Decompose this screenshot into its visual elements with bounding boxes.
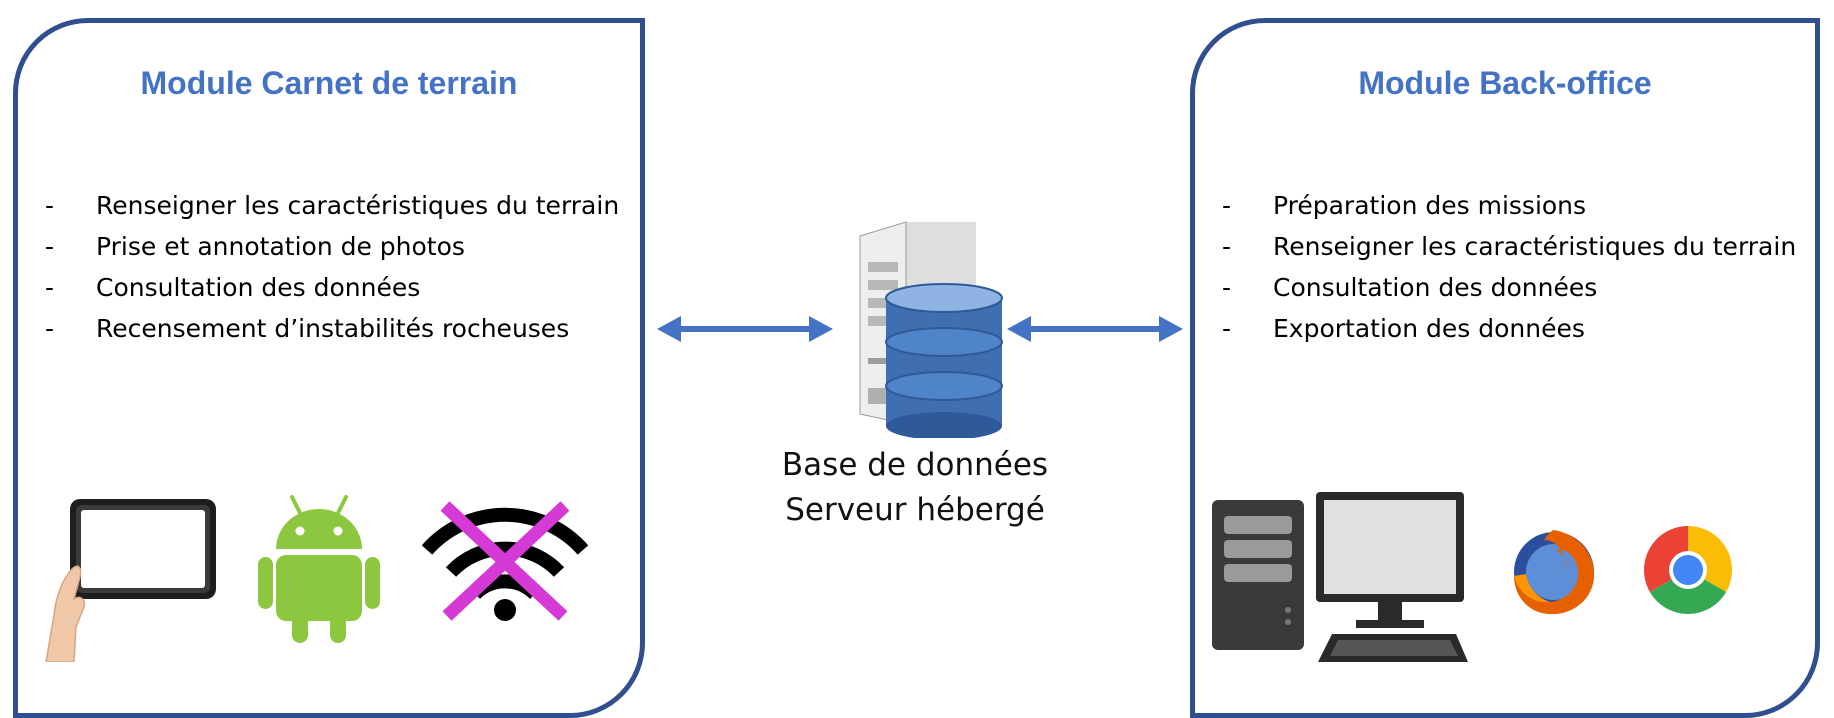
chrome-browser-icon xyxy=(1644,526,1732,614)
database-caption-line2: Serveur hébergé xyxy=(785,492,1045,528)
field-notebook-module: Module Carnet de terrain -Renseigner les… xyxy=(13,18,645,718)
field-notebook-module-title: Module Carnet de terrain xyxy=(140,65,518,101)
database-caption-line1: Base de données xyxy=(781,447,1049,483)
firefox-browser-icon xyxy=(1514,530,1595,615)
list-item: -Prise et annotation de photos xyxy=(45,232,465,261)
desktop-computer-icon xyxy=(1212,492,1468,662)
left-double-arrow xyxy=(657,316,833,342)
right-double-arrow xyxy=(1007,316,1183,342)
list-item: -Exportation des données xyxy=(1222,314,1585,343)
list-item: -Renseigner les caractéristiques du terr… xyxy=(45,191,620,220)
list-item: -Renseigner les caractéristiques du terr… xyxy=(1222,232,1797,261)
list-item: -Consultation des données xyxy=(1222,273,1598,302)
no-wifi-icon xyxy=(421,501,589,621)
back-office-feature-list: -Préparation des missions -Renseigner le… xyxy=(1220,185,1820,349)
back-office-module-title: Module Back-office xyxy=(1358,65,1652,101)
android-robot-icon xyxy=(258,495,380,643)
tablet-in-hand-icon xyxy=(45,499,216,662)
list-item: -Préparation des missions xyxy=(1222,191,1587,220)
field-notebook-feature-list: -Renseigner les caractéristiques du terr… xyxy=(43,185,643,349)
list-item: -Recensement d’instabilités rocheuses xyxy=(45,314,570,343)
database-server-icon xyxy=(859,221,1003,438)
list-item: -Consultation des données xyxy=(45,273,421,302)
database-caption: Base de données Serveur hébergé xyxy=(740,443,1090,533)
